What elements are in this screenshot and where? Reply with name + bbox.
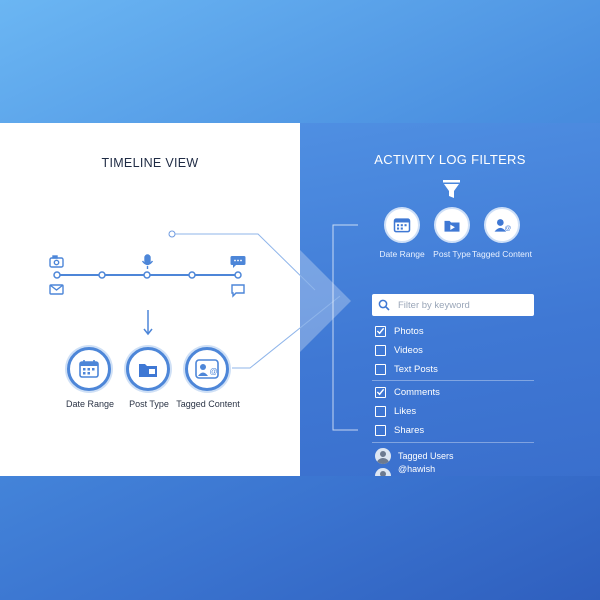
right-date-range-button[interactable] bbox=[384, 207, 420, 243]
option-label: Videos bbox=[394, 344, 423, 356]
timeline-dot bbox=[188, 271, 196, 279]
transition-arrow-shape bbox=[296, 246, 351, 356]
right-post-type-button[interactable] bbox=[434, 207, 470, 243]
timeline-dot bbox=[234, 271, 242, 279]
right-tagged-content-label: Tagged Content bbox=[471, 249, 533, 259]
user-hawish-row[interactable]: @hawish bbox=[375, 464, 435, 476]
filter-option-text-posts[interactable]: Text Posts bbox=[375, 362, 438, 376]
down-arrow-head bbox=[143, 328, 153, 336]
tagged-content-label: Tagged Content bbox=[176, 399, 240, 409]
timeline-dot bbox=[53, 271, 61, 279]
options-divider bbox=[372, 380, 534, 381]
search-icon bbox=[378, 299, 390, 311]
filter-funnel-icon bbox=[443, 180, 460, 198]
user-tag-icon: @ bbox=[494, 219, 512, 232]
keyword-search-box[interactable] bbox=[372, 294, 534, 316]
right-post-type-label: Post Type bbox=[433, 249, 471, 259]
timeline-view-title: TIMELINE VIEW bbox=[101, 156, 199, 170]
timeline-dot bbox=[143, 271, 151, 279]
post-type-label: Post Type bbox=[129, 399, 169, 409]
svg-text:@: @ bbox=[505, 225, 512, 232]
option-label: Text Posts bbox=[394, 363, 438, 375]
calendar-icon bbox=[79, 360, 99, 378]
chat-bubble-icon bbox=[230, 256, 246, 268]
connector-line-bottom bbox=[232, 295, 341, 369]
folder-icon bbox=[139, 364, 157, 377]
timeline-dot bbox=[98, 271, 106, 279]
calendar-icon bbox=[393, 218, 411, 233]
svg-text:@: @ bbox=[210, 367, 218, 376]
checkbox-comments[interactable] bbox=[375, 386, 386, 398]
tagged-users-row[interactable]: Tagged Users bbox=[375, 448, 454, 464]
checkbox-shares[interactable] bbox=[375, 424, 386, 436]
video-icon bbox=[444, 220, 460, 232]
connector-start-dot bbox=[168, 230, 176, 238]
timeline-view-panel bbox=[0, 123, 300, 476]
user-tag-icon: @ bbox=[195, 359, 219, 379]
filter-option-likes[interactable]: Likes bbox=[375, 404, 416, 418]
avatar bbox=[375, 448, 391, 464]
post-type-button[interactable] bbox=[126, 347, 170, 391]
date-range-label: Date Range bbox=[65, 399, 115, 409]
checkbox-likes[interactable] bbox=[375, 405, 386, 417]
check-icon bbox=[376, 327, 385, 335]
microphone-icon bbox=[141, 254, 154, 269]
filter-option-photos[interactable]: Photos bbox=[375, 324, 424, 338]
right-tagged-content-button[interactable]: @ bbox=[484, 207, 520, 243]
tagged-users-label: Tagged Users bbox=[398, 451, 454, 461]
checkbox-text-posts[interactable] bbox=[375, 363, 386, 375]
option-label: Comments bbox=[394, 386, 440, 398]
keyword-search-input[interactable] bbox=[398, 299, 528, 311]
filter-option-comments[interactable]: Comments bbox=[375, 385, 440, 399]
filter-option-shares[interactable]: Shares bbox=[375, 423, 424, 437]
tagged-content-button[interactable]: @ bbox=[185, 347, 229, 391]
mail-icon bbox=[49, 284, 64, 295]
connector-line-top bbox=[175, 233, 316, 291]
checkbox-photos[interactable] bbox=[375, 325, 386, 337]
date-range-button[interactable] bbox=[67, 347, 111, 391]
activity-log-filters-title: ACTIVITY LOG FILTERS bbox=[374, 152, 526, 167]
option-label: Shares bbox=[394, 424, 425, 436]
filter-option-videos[interactable]: Videos bbox=[375, 343, 423, 357]
right-date-range-label: Date Range bbox=[379, 249, 425, 259]
option-label: Photos bbox=[394, 325, 424, 337]
speech-bubble-icon bbox=[231, 284, 245, 298]
avatar bbox=[375, 468, 391, 476]
camera-icon bbox=[49, 255, 64, 268]
check-icon bbox=[376, 388, 385, 396]
checkbox-videos[interactable] bbox=[375, 344, 386, 356]
option-label: Likes bbox=[394, 405, 417, 417]
options-divider bbox=[372, 442, 534, 443]
user-handle: @hawish bbox=[398, 464, 436, 474]
bracket-line bbox=[332, 224, 358, 431]
